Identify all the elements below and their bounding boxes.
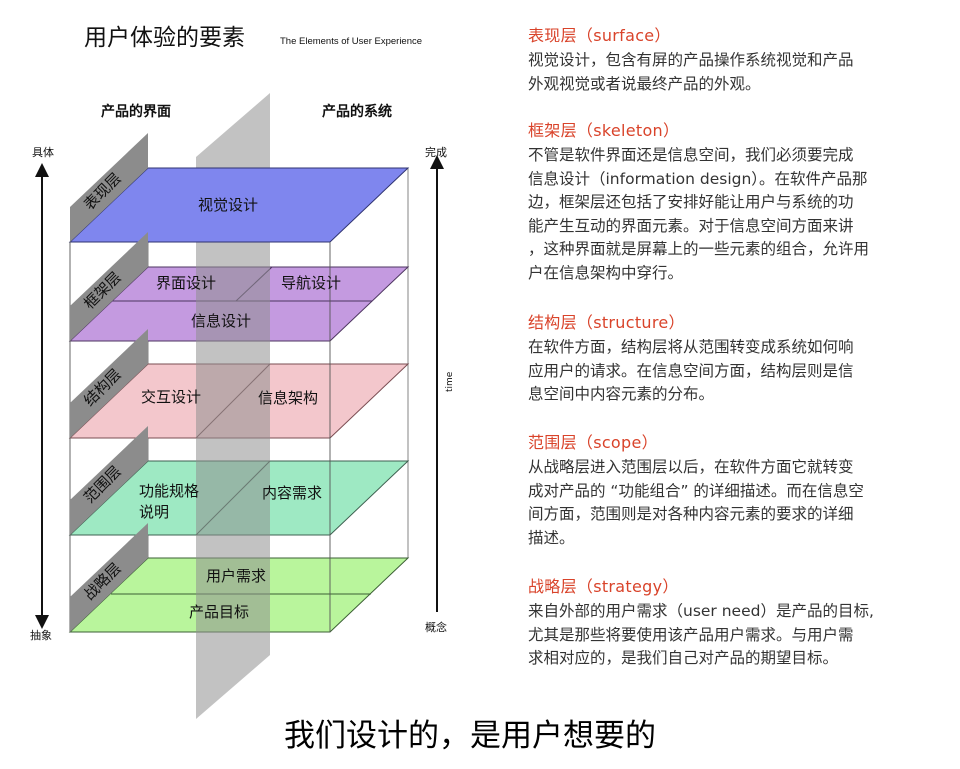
desc-line: 能产生互动的界面元素。对于信息空间方面来讲: [528, 216, 854, 235]
desc-line: 信息设计（information design）。在软件产品那: [528, 169, 868, 188]
desc-structure: 结构层（structure） 在软件方面，结构层将从范围转变成系统如何响 应用户…: [528, 312, 938, 407]
desc-line: 尤其是那些将要使用该产品用户需求。与用户需: [528, 625, 854, 644]
desc-line: 应用户的请求。在信息空间方面，结构层则是信: [528, 361, 854, 380]
cell-product-objectives: 产品目标: [189, 603, 249, 621]
divider-plane: [196, 93, 270, 719]
axis-right-time-label: time: [445, 371, 455, 392]
desc-line: 求相对应的，是我们自己对产品的期望目标。: [528, 649, 839, 667]
cell-interface-design: 界面设计: [156, 274, 216, 292]
cell-information-design: 信息设计: [191, 312, 251, 330]
desc-line: 在软件方面，结构层将从范围转变成系统如何响: [528, 338, 854, 356]
desc-line: 边，框架层还包括了安排好能让用户与系统的功: [528, 193, 854, 211]
desc-line: 间方面，范围则是对各种内容元素的要求的详细: [528, 505, 854, 523]
desc-line: 成对产品的 “功能组合” 的详细描述。而在信息空: [528, 481, 864, 500]
axis-left-top-label: 具体: [32, 145, 54, 159]
desc-strategy-body: 来自外部的用户需求（user need）是产品的目标, 尤其是那些将要使用该产品…: [528, 600, 938, 671]
cell-content-requirements: 内容需求: [262, 484, 322, 502]
cell-visual-design: 视觉设计: [198, 196, 258, 214]
desc-skeleton: 框架层（skeleton） 不管是软件界面还是信息空间，我们必须要完成 信息设计…: [528, 120, 938, 285]
desc-line: 视觉设计，包含有屏的产品操作系统视觉和产品: [528, 51, 854, 69]
plane-surface: [68, 167, 410, 243]
cell-interaction-design: 交互设计: [141, 388, 201, 406]
desc-line: 息空间中内容元素的分布。: [528, 385, 715, 403]
desc-strategy: 战略层（strategy） 来自外部的用户需求（user need）是产品的目标…: [528, 576, 938, 671]
page-subtitle: The Elements of User Experience: [280, 36, 423, 47]
desc-line: 不管是软件界面还是信息空间，我们必须要完成: [528, 146, 854, 164]
desc-surface-title: 表现层（surface）: [528, 26, 671, 45]
header-interface: 产品的界面: [101, 103, 171, 120]
axis-right-top-label: 完成: [425, 145, 447, 159]
desc-line: 从战略层进入范围层以后，在软件方面它就转变: [528, 458, 854, 476]
desc-scope-body: 从战略层进入范围层以后，在软件方面它就转变 成对产品的 “功能组合” 的详细描述…: [528, 456, 938, 550]
bottom-caption: 我们设计的，是用户想要的: [284, 718, 656, 754]
axis-right-bottom-label: 概念: [425, 620, 447, 634]
cell-user-needs: 用户需求: [206, 567, 266, 585]
header-system: 产品的系统: [322, 103, 392, 120]
cell-functional-spec-line1: 功能规格: [139, 482, 199, 500]
page-title: 用户体验的要素: [84, 25, 245, 51]
desc-surface: 表现层（surface） 视觉设计，包含有屏的产品操作系统视觉和产品 外观视觉或…: [528, 25, 938, 96]
desc-skeleton-body: 不管是软件界面还是信息空间，我们必须要完成 信息设计（information d…: [528, 144, 938, 285]
desc-skeleton-title: 框架层（skeleton）: [528, 121, 680, 140]
desc-strategy-title: 战略层（strategy）: [528, 577, 679, 596]
layers-diagram: 产品的界面 产品的系统 具体 抽象 完成 概念 time: [30, 93, 455, 719]
desc-line: 户在信息架构中穿行。: [528, 263, 684, 282]
desc-line: 外观视觉或者说最终产品的外观。: [528, 74, 761, 93]
cell-information-architecture: 信息架构: [258, 389, 318, 407]
desc-line: ，这种界面就是屏幕上的一些元素的组合，允许用: [528, 240, 870, 258]
axis-left-bottom-label: 抽象: [30, 628, 52, 642]
cell-navigation-design: 导航设计: [281, 274, 341, 292]
desc-structure-body: 在软件方面，结构层将从范围转变成系统如何响 应用户的请求。在信息空间方面，结构层…: [528, 336, 938, 407]
desc-line: 描述。: [528, 528, 575, 547]
desc-surface-body: 视觉设计，包含有屏的产品操作系统视觉和产品 外观视觉或者说最终产品的外观。: [528, 49, 938, 96]
desc-structure-title: 结构层（structure）: [528, 313, 685, 332]
desc-line: 来自外部的用户需求（user need）是产品的目标,: [528, 602, 874, 620]
cell-functional-spec-line2: 说明: [139, 503, 169, 521]
desc-scope-title: 范围层（scope）: [528, 433, 658, 452]
layer-tabs: [70, 133, 148, 632]
desc-scope: 范围层（scope） 从战略层进入范围层以后，在软件方面它就转变 成对产品的 “…: [528, 432, 938, 550]
